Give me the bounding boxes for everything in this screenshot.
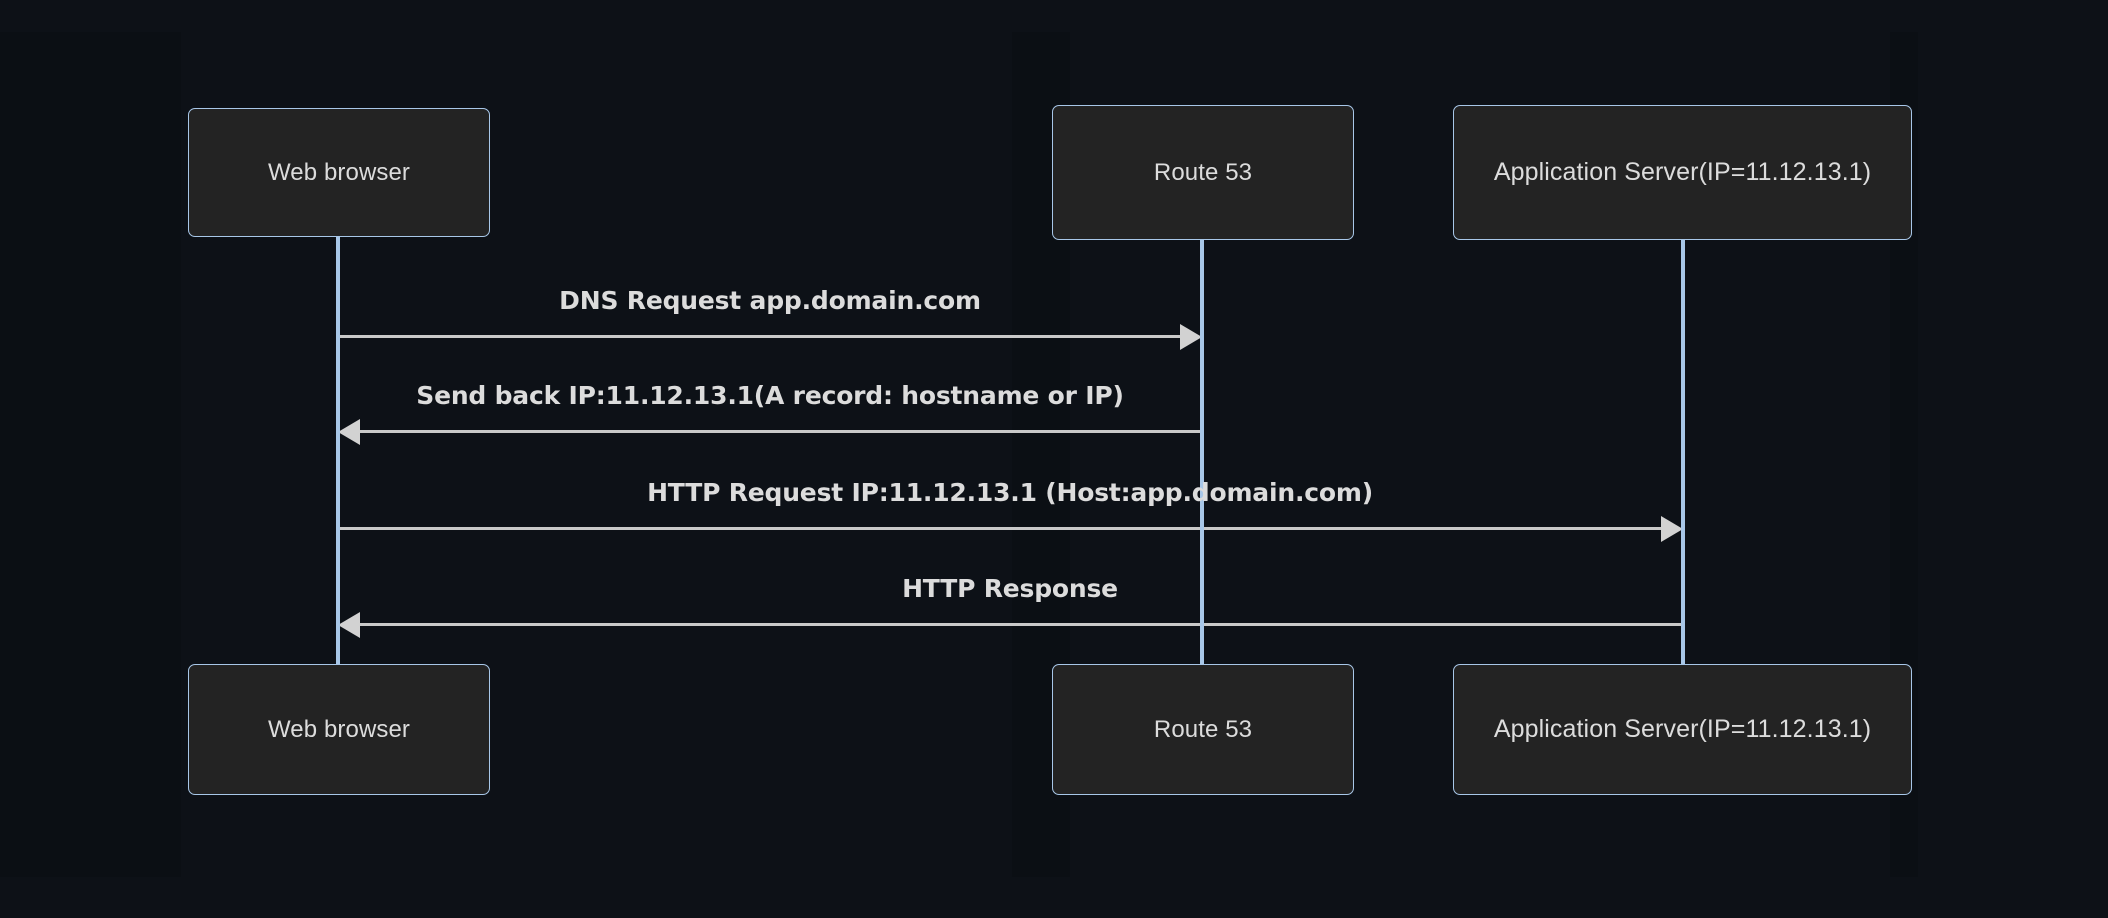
- participant-bottom-appserver[interactable]: Application Server(IP=11.12.13.1): [1453, 664, 1912, 795]
- arrowhead-right-m3: [1661, 516, 1683, 542]
- message-line-m3: [338, 527, 1663, 530]
- message-label-m3: HTTP Request IP:11.12.13.1 (Host:app.dom…: [647, 478, 1373, 507]
- message-line-m4: [358, 623, 1683, 626]
- arrowhead-right-m1: [1180, 324, 1202, 350]
- lifeline-browser: [336, 237, 340, 664]
- participant-bottom-route53[interactable]: Route 53: [1052, 664, 1354, 795]
- message-line-m1: [338, 335, 1182, 338]
- background-panel-left: [0, 32, 181, 877]
- message-label-m2: Send back IP:11.12.13.1(A record: hostna…: [416, 381, 1124, 410]
- arrowhead-left-m4: [338, 612, 360, 638]
- lifeline-route53: [1200, 237, 1204, 664]
- participant-top-appserver[interactable]: Application Server(IP=11.12.13.1): [1453, 105, 1912, 240]
- message-label-m4: HTTP Response: [902, 574, 1118, 603]
- message-label-m1: DNS Request app.domain.com: [559, 286, 981, 315]
- lifeline-appserver: [1681, 237, 1685, 664]
- participant-top-browser[interactable]: Web browser: [188, 108, 490, 237]
- participant-bottom-browser[interactable]: Web browser: [188, 664, 490, 795]
- participant-top-route53[interactable]: Route 53: [1052, 105, 1354, 240]
- arrowhead-left-m2: [338, 419, 360, 445]
- message-line-m2: [358, 430, 1202, 433]
